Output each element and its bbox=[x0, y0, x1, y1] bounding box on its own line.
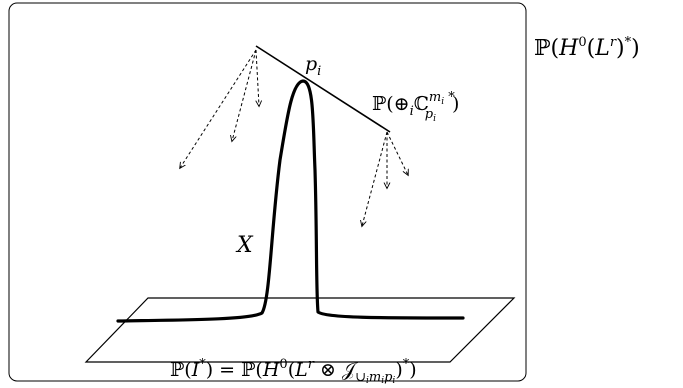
left-dashed-arrows bbox=[180, 49, 259, 168]
curve-x bbox=[116, 79, 465, 323]
point-label: pi bbox=[305, 53, 321, 79]
projective-space-frame bbox=[8, 2, 527, 382]
dashed-arrow bbox=[256, 49, 259, 106]
dashed-arrow bbox=[386, 131, 408, 175]
tangent-space-line bbox=[255, 45, 391, 133]
dashed-arrow bbox=[232, 49, 257, 141]
dashed-arrow bbox=[362, 131, 388, 226]
tangent-space-label: ℙ(⊕iℂmi *pi) bbox=[372, 90, 459, 124]
curve-label: X bbox=[235, 233, 254, 258]
outer-space-label: ℙ(H0(Lr)*) bbox=[534, 35, 640, 61]
hyperplane-parallelogram bbox=[84, 297, 516, 363]
dashed-arrow bbox=[180, 49, 257, 168]
right-dashed-arrows bbox=[362, 131, 408, 226]
hyperplane-label: ℙ(I*) = ℙ(H0(Lr ⊗ 𝒥∪imipi)*) bbox=[170, 357, 417, 386]
